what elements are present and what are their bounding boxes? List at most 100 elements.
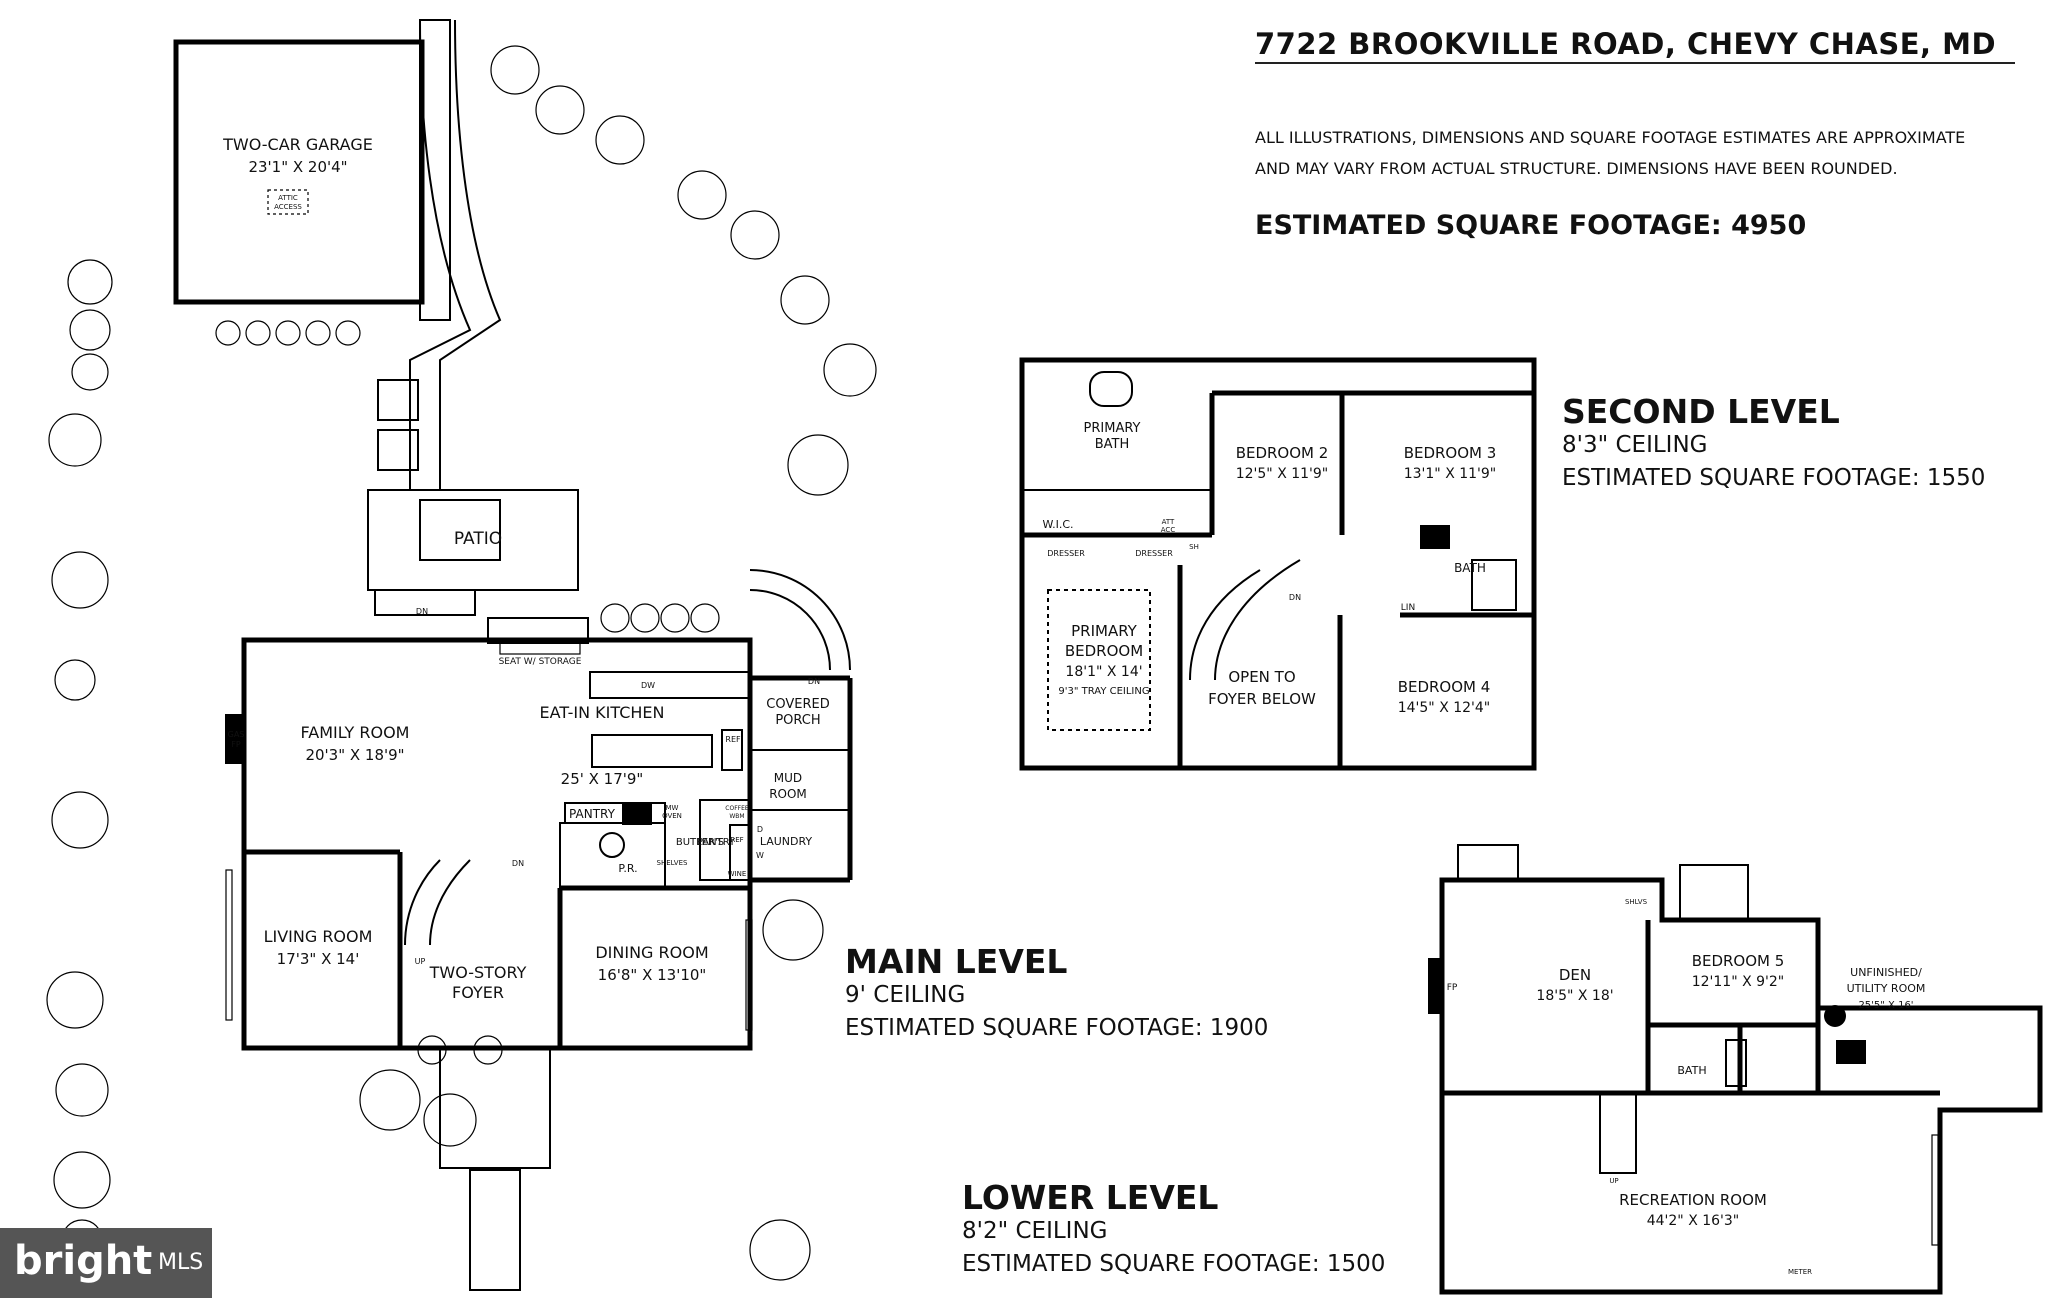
shower-label: SH (1189, 543, 1199, 551)
title-rule (1255, 62, 2015, 64)
second-level-ceiling: 8'3" CEILING (1562, 432, 1708, 458)
main-up-label: UP (415, 957, 426, 966)
lower-bath-label: BATH (1677, 1064, 1706, 1077)
second-level-sqft: ESTIMATED SQUARE FOOTAGE: 1550 (1562, 465, 1986, 491)
lower-level-sqft: ESTIMATED SQUARE FOOTAGE: 1500 (962, 1251, 1386, 1277)
garage-name-label: TWO-CAR GARAGE (222, 135, 373, 154)
shelves-short-label: SHLVS (1625, 898, 1648, 906)
bedroom-4-dims-label: 14'5" X 12'4" (1398, 700, 1491, 716)
recreation-room-name-label: RECREATION ROOM (1619, 1191, 1767, 1209)
patio-label: PATIO (454, 529, 502, 549)
utility-room-dims-label: 25'5" X 16' (1858, 1000, 1913, 1011)
living-room-dims-label: 17'3" X 14' (277, 950, 360, 968)
primary-bath-label-1: PRIMARY (1084, 421, 1141, 436)
main-dn-label-porch: DN (808, 677, 820, 686)
kitchen-name-label: EAT-IN KITCHEN (540, 703, 665, 722)
second-level-plan (1019, 357, 1537, 771)
garage-attic-label-1: ATTIC (278, 194, 298, 202)
second-bath-label: BATH (1454, 561, 1486, 575)
pantry-label: PANTRY (569, 807, 616, 821)
bedroom-5-dims-label: 12'11" X 9'2" (1692, 974, 1785, 990)
logo-brand-text: bright (14, 1238, 153, 1284)
dishwasher-label: DW (641, 681, 655, 690)
attic-access-label-1: ATT (1162, 518, 1175, 526)
mw-oven-label-2: OVEN (662, 812, 682, 820)
bedroom-2-dims-label: 12'5" X 11'9" (1236, 466, 1329, 482)
linen-label: LIN (1401, 603, 1415, 613)
mw-oven-label-1: MW (666, 804, 679, 812)
dresser-label-right: DRESSER (1135, 549, 1173, 558)
gas-fireplace-label-1: GAS (228, 730, 245, 739)
second-dn-label: DN (1289, 593, 1301, 602)
primary-bedroom-dims-label: 18'1" X 14' (1065, 664, 1142, 680)
bright-mls-logo: bright MLS (0, 1228, 212, 1298)
foyer-label-1: TWO-STORY (429, 963, 527, 982)
wic-label: W.I.C. (1042, 518, 1073, 531)
covered-porch-label-2: PORCH (775, 713, 820, 728)
recreation-room-dims-label: 44'2" X 16'3" (1647, 1213, 1740, 1229)
primary-bath-label-2: BATH (1095, 437, 1130, 452)
lower-level-labels: DEN 18'5" X 18' FP SHLVS BEDROOM 5 12'11… (1447, 898, 1926, 1276)
foyer-label-2: FOYER (452, 983, 504, 1002)
main-dn-label-patio: DN (416, 607, 428, 616)
garage (173, 39, 425, 305)
mud-room-label-2: ROOM (769, 787, 807, 801)
meter-label: METER (1788, 1268, 1812, 1276)
den-name-label: DEN (1559, 966, 1591, 984)
attic-access-label-2: ACC (1161, 526, 1176, 534)
coffee-label-2: WBM (729, 813, 744, 820)
walkway (377, 19, 502, 490)
shelves-label: SHELVES (657, 859, 688, 867)
disclaimer-line-1: ALL ILLUSTRATIONS, DIMENSIONS AND SQUARE… (1255, 128, 1966, 147)
address-title: 7722 BROOKVILLE ROAD, CHEVY CHASE, MD (1255, 27, 1997, 61)
seat-storage-label: SEAT W/ STORAGE (499, 657, 582, 667)
dresser-label-left: DRESSER (1047, 549, 1085, 558)
kitchen-dims-label: 25' X 17'9" (561, 770, 644, 788)
bedroom-4-name-label: BEDROOM 4 (1398, 678, 1491, 696)
primary-bedroom-ceiling-label: 9'3" TRAY CEILING (1058, 686, 1149, 697)
open-to-foyer-label-1: OPEN TO (1228, 668, 1295, 686)
dryer-label: D (757, 825, 763, 834)
powder-room-label: P.R. (618, 862, 637, 875)
patio (367, 489, 589, 655)
primary-bedroom-label-2: BEDROOM (1065, 642, 1143, 660)
utility-room-label-1: UNFINISHED/ (1850, 966, 1922, 979)
second-level-labels: PRIMARY BATH W.I.C. ATT ACC SH DRESSER D… (1042, 421, 1496, 716)
garage-attic-label-2: ACCESS (274, 203, 302, 211)
dining-room-name-label: DINING ROOM (595, 943, 708, 962)
bedroom-3-dims-label: 13'1" X 11'9" (1404, 466, 1497, 482)
garage-dims-label: 23'1" X 20'4" (248, 158, 347, 176)
lower-up-label: UP (1609, 1177, 1618, 1185)
bedroom-3-name-label: BEDROOM 3 (1404, 444, 1497, 462)
lower-level-title: LOWER LEVEL (962, 1178, 1219, 1217)
butlers-pantry-label-2: PANTRY (697, 837, 736, 848)
bedroom-2-name-label: BEDROOM 2 (1236, 444, 1329, 462)
mud-room-label-1: MUD (774, 771, 802, 785)
main-level-ceiling: 9' CEILING (845, 982, 966, 1008)
den-fireplace-label: FP (1447, 983, 1458, 993)
family-room-name-label: FAMILY ROOM (301, 723, 410, 742)
total-square-footage: ESTIMATED SQUARE FOOTAGE: 4950 (1255, 210, 1807, 241)
laundry-label: LAUNDRY (760, 835, 813, 848)
main-level-title: MAIN LEVEL (845, 942, 1068, 981)
second-level-title: SECOND LEVEL (1562, 392, 1840, 431)
covered-porch-label-1: COVERED (766, 697, 829, 712)
lower-level-ceiling: 8'2" CEILING (962, 1218, 1108, 1244)
main-level-plan (225, 569, 853, 1291)
primary-bedroom-label-1: PRIMARY (1071, 622, 1138, 640)
butler-ref-label: REF (730, 836, 743, 844)
washer-label: W (756, 851, 764, 860)
lower-level-plan (1428, 844, 2043, 1295)
kitchen-ref-label: REF (725, 735, 741, 744)
utility-room-label-2: UTILITY ROOM (1847, 982, 1926, 995)
bedroom-5-name-label: BEDROOM 5 (1692, 952, 1785, 970)
gas-fireplace-label-2: FP (231, 740, 241, 749)
coffee-label-1: COFFEE (725, 805, 749, 812)
main-dn-label-stair: DN (512, 859, 524, 868)
butlers-pantry-label-1: BUTLER'S (676, 837, 724, 848)
main-level-labels: TWO-CAR GARAGE 23'1" X 20'4" ATTIC ACCES… (222, 135, 830, 1002)
main-level-sqft: ESTIMATED SQUARE FOOTAGE: 1900 (845, 1015, 1269, 1041)
dining-room-dims-label: 16'8" X 13'10" (598, 966, 707, 984)
